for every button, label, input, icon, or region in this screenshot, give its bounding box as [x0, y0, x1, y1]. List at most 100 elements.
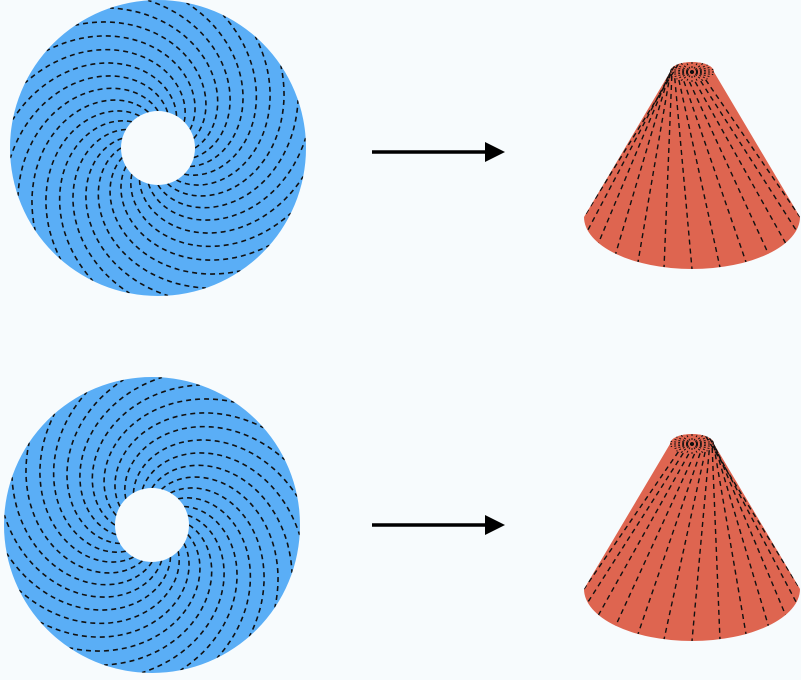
cone-guide-line — [663, 451, 706, 640]
spiral-guide-line — [85, 137, 169, 296]
annulus-top — [10, 0, 306, 296]
cone-cap-line — [691, 443, 714, 448]
cone-cap-line — [685, 434, 693, 445]
cone-guide-line — [683, 81, 747, 263]
spiral-guide-line — [151, 464, 293, 573]
spiral-guide-line — [180, 505, 238, 671]
cone-cap-line — [691, 436, 708, 445]
spiral-guide-line — [11, 477, 153, 586]
spiral-guide-line — [25, 442, 143, 574]
cone-guide-line — [709, 437, 797, 603]
row-bottom — [4, 377, 800, 673]
cone-guide-line — [584, 451, 679, 590]
cone-guide-line — [614, 70, 671, 254]
cone-guide-line — [713, 442, 770, 626]
annulus-disk — [10, 0, 306, 296]
spiral-guide-line — [75, 21, 207, 139]
cone-cap-line — [672, 71, 693, 78]
cone-cap-line — [676, 443, 693, 452]
cone-cap-line — [691, 71, 714, 76]
cone-guide-line — [584, 63, 679, 218]
spiral-guide-line — [40, 543, 190, 638]
cone-body — [584, 434, 800, 641]
cone-cap-line — [691, 443, 699, 454]
cone-cap-line — [670, 71, 693, 76]
spiral-guide-line — [45, 110, 140, 260]
spiral-guide-line — [120, 166, 270, 261]
cone-cap-line — [672, 443, 693, 450]
cone-cap-line — [676, 436, 693, 445]
cone-guide-line — [674, 78, 693, 269]
spiral-guide-line — [161, 476, 279, 608]
cone-cap-line — [691, 71, 712, 78]
cone-guide-line — [663, 75, 673, 268]
arrow-bottom — [372, 515, 505, 535]
arrow-head — [485, 515, 505, 535]
cone-guide-line — [711, 440, 787, 616]
spiral-guide-line — [114, 412, 264, 507]
cone-cap-line — [691, 62, 699, 73]
cone-cap-line — [685, 71, 693, 82]
cone-cap-line — [672, 66, 693, 73]
cone-cap-line — [676, 64, 693, 73]
cone-guide-line — [597, 453, 690, 616]
spiral-guide-line — [39, 413, 134, 563]
cone-guide-line — [713, 445, 747, 635]
cone-guide-line — [637, 73, 671, 263]
spiral-guide-line — [31, 99, 149, 231]
cone-guide-line — [700, 80, 797, 231]
spiral-guide-line — [170, 487, 265, 637]
spiral-guide-line — [178, 497, 252, 659]
cone-cap-line — [691, 64, 708, 73]
spiral-guide-line — [138, 176, 304, 234]
cone-cap-line — [670, 443, 693, 448]
cone-cap-line — [691, 440, 714, 445]
spiral-guide-line — [52, 391, 126, 553]
spiral-guide-line — [4, 514, 163, 598]
cone-guide-line — [678, 79, 721, 268]
spiral-guide-line — [104, 524, 213, 666]
spiral-guide-line — [12, 62, 178, 120]
spiral-guide-line — [110, 7, 219, 149]
spiral-guide-line — [184, 14, 258, 176]
spiral-guide-line — [10, 75, 169, 159]
cone-guide-line — [587, 65, 675, 231]
cone-guide-line — [691, 450, 710, 641]
cone-guide-line — [705, 435, 800, 590]
arrow-top — [372, 142, 505, 162]
spiral-guide-line — [130, 174, 292, 248]
spiral-guide-line — [176, 36, 271, 186]
spiral-guide-line — [186, 2, 244, 168]
annulus-bottom — [4, 377, 300, 673]
spiral-guide-line — [6, 553, 172, 611]
cone-cap-line — [691, 66, 712, 73]
cone-cap-line — [691, 71, 699, 82]
cone-cap-line — [691, 434, 699, 445]
cone-guide-line — [597, 68, 673, 244]
cone-bottom — [584, 434, 800, 641]
spiral-guide-line — [97, 147, 206, 289]
cone-top — [584, 62, 800, 269]
spiral-guide-line — [147, 137, 306, 221]
spiral-guide-line — [17, 87, 159, 196]
spiral-guide-line — [132, 439, 298, 497]
spiral-guide-line — [91, 384, 200, 526]
cone-guide-line — [637, 453, 701, 635]
cone-cap-line — [691, 443, 708, 452]
cone-cap-line — [691, 443, 712, 450]
spiral-guide-line — [46, 35, 196, 130]
cone-guide-line — [587, 452, 684, 603]
annulus-disk — [4, 377, 300, 673]
spiral-guide-line — [141, 514, 225, 673]
spiral-guide-line — [66, 379, 124, 545]
cone-guide-line — [711, 447, 721, 640]
cone-guide-line — [614, 453, 696, 627]
cone-guide-line — [694, 81, 787, 244]
spiral-guide-line — [18, 551, 180, 625]
spiral-guide-line — [109, 157, 241, 275]
spiral-guide-line — [69, 534, 201, 652]
cone-cap-line — [670, 68, 693, 73]
cone-cap-line — [691, 68, 714, 73]
cone-cap-line — [691, 438, 712, 445]
